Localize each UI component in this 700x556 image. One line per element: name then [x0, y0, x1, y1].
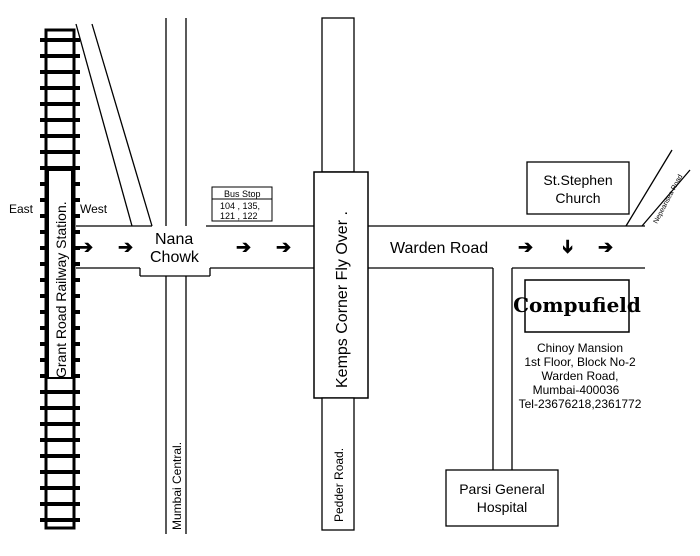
mumbai-central-label: Mumbai Central. — [170, 442, 184, 530]
nepeansea-road-label: Nepeansea Road — [653, 173, 685, 224]
arrow-right-1: ➔ — [78, 237, 93, 257]
kemps-corner-flyover — [313, 171, 369, 399]
address-line-4: Mumbai-400036 — [533, 383, 620, 397]
arrow-down: ➔ — [558, 239, 578, 254]
address-line-1: Chinoy Mansion — [537, 341, 623, 355]
address-line-3: Warden Road, — [542, 369, 619, 383]
railway-station-box — [47, 169, 73, 379]
railway-track — [40, 28, 80, 530]
hospital-label-line1: Parsi General — [459, 481, 545, 497]
nepeansea-road-edge-left — [625, 149, 673, 227]
church-label-line2: Church — [555, 190, 600, 206]
bus-stop-sign: Bus Stop 104 , 135, 121 , 122 — [211, 186, 273, 222]
church-label-line1: St.Stephen — [543, 172, 612, 188]
pedder-road-label: Pedder Road. — [332, 448, 346, 522]
diagonal-road-edge-right — [91, 23, 153, 227]
arrow-right-4: ➔ — [276, 237, 291, 257]
road-outlines — [75, 18, 691, 534]
hospital-landmark: Parsi General Hospital — [445, 469, 559, 527]
hospital-label-line2: Hospital — [477, 499, 528, 515]
arrow-right-5: ➔ — [518, 237, 533, 257]
bus-stop-routes-line1: 104 , 135, — [220, 201, 260, 211]
nepeansea-road-edge-right — [641, 169, 691, 227]
arrow-right-3: ➔ — [236, 237, 251, 257]
compufield-logo: Compufield — [513, 279, 641, 333]
bus-stop-title: Bus Stop — [224, 189, 261, 199]
flyover-label: Kemps Corner Fly Over . — [334, 211, 351, 388]
address-line-2: 1st Floor, Block No-2 — [524, 355, 636, 369]
diagonal-road-edge-left — [75, 23, 133, 227]
arrow-right-6: ➔ — [598, 237, 613, 257]
direction-arrows: ➔ ➔ ➔ ➔ ➔ ➔ ➔ — [78, 237, 613, 257]
address-line-5: Tel-23676218,2361772 — [519, 397, 642, 411]
office-address: Chinoy Mansion 1st Floor, Block No-2 War… — [519, 341, 642, 411]
station-label: Grant Road Railway Station. — [53, 201, 69, 378]
flyover-top-segment — [321, 17, 355, 173]
nana-chowk-label-line1: Nana — [155, 231, 193, 248]
west-label: West — [80, 202, 108, 216]
nana-chowk-label-line2: Chowk — [150, 249, 200, 266]
arrow-right-2: ➔ — [118, 237, 133, 257]
pedder-road — [321, 397, 355, 531]
warden-road-label: Warden Road — [390, 240, 488, 257]
church-landmark: St.Stephen Church — [526, 161, 630, 215]
compufield-logo-text: Compufield — [513, 293, 641, 317]
bus-stop-routes-line2: 121 , 122 — [220, 211, 258, 221]
east-label: East — [9, 202, 34, 216]
